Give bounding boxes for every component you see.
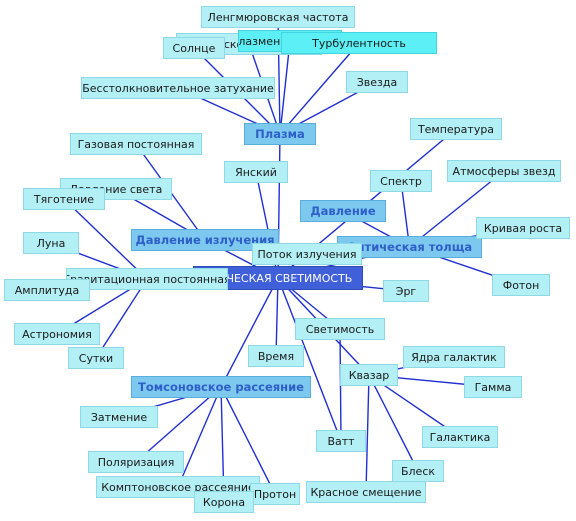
node-label: Гравитационная постоянная <box>66 272 228 286</box>
node-label: КТИЧЕСКАЯ СВЕТИМОСТЬ <box>203 271 353 285</box>
node-plasma[interactable]: Плазма <box>244 123 316 145</box>
node-label: Время <box>257 349 295 363</box>
node-label: Солнце <box>172 41 216 55</box>
node-label: Томсоновское рассеяние <box>138 380 304 394</box>
node-sun[interactable]: Солнце <box>163 37 225 59</box>
node-corona[interactable]: Корона <box>194 491 254 513</box>
edge-quasar-shine <box>368 374 419 472</box>
node-nuclei[interactable]: Ядра галактик <box>403 346 505 368</box>
node-label: Гамма <box>474 380 512 394</box>
node-label: Плазма <box>255 127 305 141</box>
node-spectrum[interactable]: Спектр <box>370 170 432 192</box>
node-erg[interactable]: Эрг <box>383 280 429 302</box>
node-pressure[interactable]: Давление <box>300 200 386 222</box>
node-turbulent[interactable]: Турбулентность <box>281 32 437 54</box>
node-day[interactable]: Сутки <box>68 347 124 369</box>
node-label: Ватт <box>327 434 355 448</box>
node-label: Эрг <box>395 284 417 298</box>
edge-thomson-polarization <box>135 386 222 463</box>
edge-thomson-compton <box>177 386 222 488</box>
node-gravity[interactable]: Тяготение <box>23 188 105 210</box>
node-label: Луна <box>36 236 66 250</box>
node-gravconst[interactable]: Гравитационная постоянная <box>66 268 228 290</box>
edge-center-time <box>275 277 279 357</box>
node-label: Поток излучения <box>257 247 357 261</box>
node-stellaratm[interactable]: Атмосферы звезд <box>447 160 561 182</box>
node-yansky[interactable]: Янский <box>224 161 288 183</box>
node-growthcurve[interactable]: Кривая роста <box>476 217 570 239</box>
node-temperature[interactable]: Температура <box>410 118 502 140</box>
node-label: Давление <box>310 204 376 218</box>
node-gamma[interactable]: Гамма <box>464 376 522 398</box>
node-eclipse[interactable]: Затмение <box>80 406 158 428</box>
node-photon[interactable]: Фотон <box>492 274 550 296</box>
node-label: Астрономия <box>22 327 92 341</box>
node-label: Ядра галактик <box>411 350 497 364</box>
node-label: Кривая роста <box>483 221 563 235</box>
node-label: Комптоновское рассеяние <box>101 480 255 494</box>
node-label: Фотон <box>502 278 540 292</box>
node-label: Тяготение <box>33 192 95 206</box>
edge-optdepth-stellaratm <box>409 170 505 248</box>
node-watt[interactable]: Ватт <box>316 430 366 452</box>
node-label: Янский <box>235 165 277 179</box>
node-label: Турбулентность <box>312 36 406 50</box>
edge-plasma-plasmafreq <box>279 40 291 135</box>
node-label: Бесстолкновительное затухание <box>82 81 274 95</box>
node-label: Протон <box>253 487 297 501</box>
node-label: Оптическая толща <box>346 240 473 254</box>
node-langmuir[interactable]: Ленгмюровская частота <box>201 6 355 28</box>
node-star[interactable]: Звезда <box>346 71 408 93</box>
edge-gravconst-day <box>95 278 148 359</box>
node-label: Атмосферы звезд <box>452 164 556 178</box>
node-label: Поляризация <box>97 455 175 469</box>
node-collisionless[interactable]: Бесстолкновительное затухание <box>81 77 275 99</box>
node-label: Квазар <box>348 368 390 382</box>
node-galaxy[interactable]: Галактика <box>422 426 498 448</box>
edge-gravconst-gravity <box>63 198 148 280</box>
node-shine[interactable]: Блеск <box>392 460 444 482</box>
node-label: Спектр <box>380 174 422 188</box>
node-radpressure[interactable]: Давление излучения <box>131 229 279 251</box>
node-gasconst[interactable]: Газовая постоянная <box>70 133 202 155</box>
node-label: Корона <box>202 495 246 509</box>
node-optdepth[interactable]: Оптическая толща <box>337 236 482 258</box>
edge-thomson-proton <box>220 386 276 495</box>
node-label: Галактика <box>429 430 491 444</box>
node-label: Ленгмюровская частота <box>207 10 349 24</box>
node-flux[interactable]: Поток излучения <box>252 243 362 265</box>
node-luminosity[interactable]: Светимость <box>295 318 385 340</box>
node-label: Затмение <box>90 410 148 424</box>
node-redshift[interactable]: Красное смещение <box>306 481 426 503</box>
node-label: Блеск <box>400 464 436 478</box>
edge-center-watt <box>277 277 342 442</box>
node-polarization[interactable]: Поляризация <box>88 451 184 473</box>
node-label: Сутки <box>78 351 114 365</box>
node-label: Звезда <box>356 75 398 89</box>
node-label: Амплитуда <box>14 283 80 297</box>
node-astronomy[interactable]: Астрономия <box>14 323 100 345</box>
node-label: Газовая постоянная <box>77 137 195 151</box>
node-label: Светимость <box>305 322 375 336</box>
node-label: Температура <box>417 122 495 136</box>
node-time[interactable]: Время <box>248 345 304 367</box>
node-label: Давление излучения <box>135 233 275 247</box>
node-label: Красное смещение <box>310 485 422 499</box>
edge-center-thomson <box>220 277 279 388</box>
node-quasar[interactable]: Квазар <box>340 364 398 386</box>
node-center[interactable]: КТИЧЕСКАЯ СВЕТИМОСТЬ <box>193 266 363 290</box>
edge-plasma-turbulent <box>279 42 360 135</box>
edge-quasar-redshift <box>365 374 370 493</box>
node-amplitude[interactable]: Амплитуда <box>4 279 90 301</box>
node-moon[interactable]: Луна <box>23 232 79 254</box>
node-proton[interactable]: Протон <box>250 483 300 505</box>
node-thomson[interactable]: Томсоновское рассеяние <box>131 376 311 398</box>
